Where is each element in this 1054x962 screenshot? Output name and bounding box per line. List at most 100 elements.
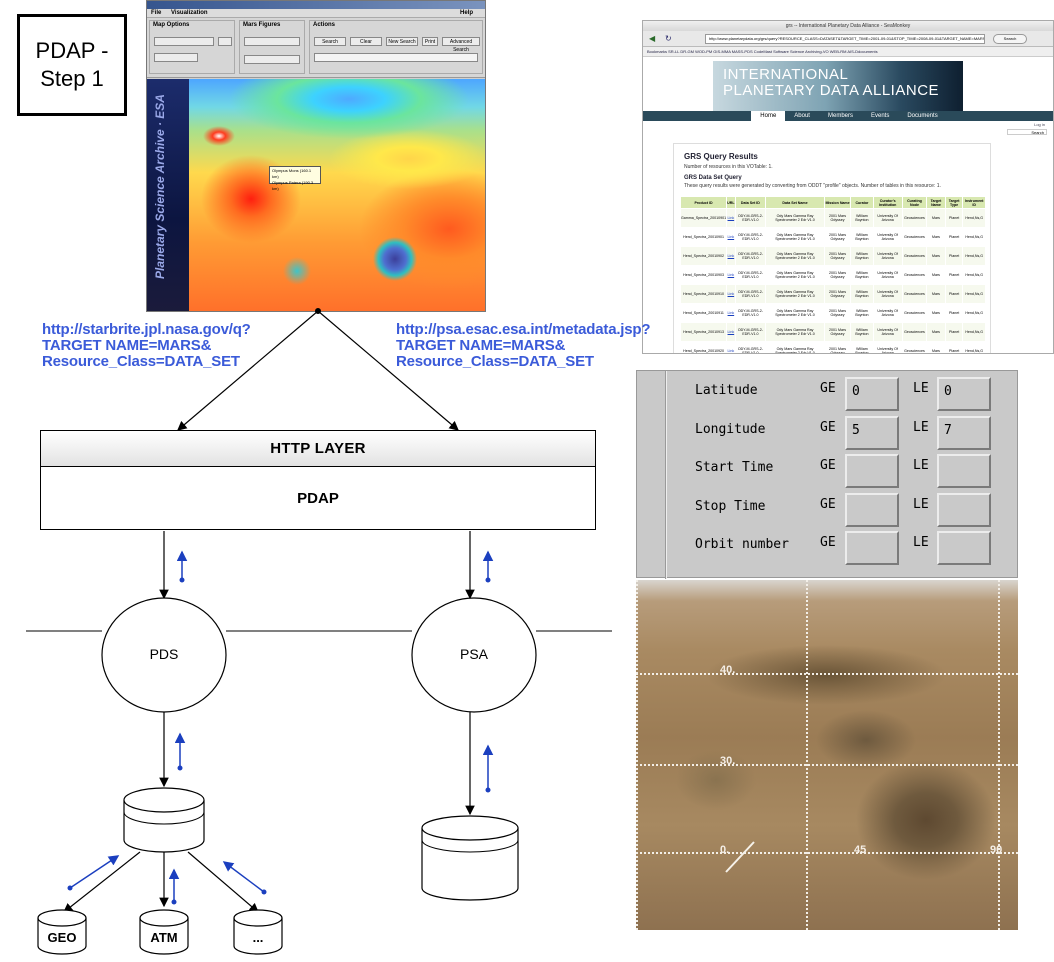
step-number: Step 1 <box>40 66 104 91</box>
more-database-icon <box>233 909 283 955</box>
site-search[interactable]: Search <box>1007 129 1047 135</box>
bookmarks-bar[interactable]: Bookmarks SR-LL DR-GM WOD-PM GIS-MMA MAS… <box>643 47 1053 57</box>
actions-title: Actions <box>313 22 336 28</box>
map-options-title: Map Options <box>153 22 190 28</box>
grs-column-header[interactable]: Instrument ID <box>962 196 986 209</box>
grs-cell: University Of Arizona <box>872 265 903 285</box>
ge-input[interactable] <box>845 531 899 565</box>
grs-cell: Geosciences <box>901 341 928 353</box>
address-bar[interactable]: http://www.planetarydata.org/grs/query?R… <box>705 34 985 44</box>
grs-column-header[interactable]: Curator's Institution <box>872 196 903 209</box>
ge-label: GE <box>820 535 836 550</box>
grs-cell: Mars <box>926 208 946 228</box>
grs-cell: Hend_Spectra_20010920 <box>679 341 728 353</box>
coordinate-field[interactable] <box>314 53 478 62</box>
back-arrow-icon[interactable]: ◀ <box>649 34 656 43</box>
ge-input[interactable] <box>845 492 899 527</box>
mars-surface-image[interactable]: 40. 30. 0. 45 90 <box>636 580 1018 930</box>
grs-cell: Mars <box>926 303 946 323</box>
psa-query-url: http://psa.esac.esa.int/metadata.jsp? TA… <box>396 321 651 370</box>
grs-cell: 2001 Mars Odyssey <box>823 208 852 228</box>
grs-description: These query results were generated by co… <box>684 183 941 189</box>
grs-column-header[interactable]: Curator <box>850 196 874 209</box>
clear-button[interactable]: Clear <box>350 37 382 46</box>
menu-file[interactable]: File <box>151 10 162 16</box>
le-input[interactable]: 7 <box>937 415 991 450</box>
ge-label: GE <box>820 496 836 512</box>
grs-cell: Planet <box>944 246 964 266</box>
nav-about[interactable]: About <box>794 113 810 119</box>
ge-input[interactable]: 0 <box>845 377 899 411</box>
ge-input[interactable]: 5 <box>845 415 899 450</box>
grs-cell: Hend_Spectra_20010911 <box>679 303 728 323</box>
grs-column-header[interactable]: Data Set ID <box>734 196 767 209</box>
longitude-gridline <box>998 580 1000 930</box>
form-field-label: Orbit number <box>695 537 789 552</box>
search-button[interactable]: Search <box>314 37 346 46</box>
grs-link-cell[interactable]: Link <box>726 341 736 353</box>
ge-label: GE <box>820 458 836 473</box>
nav-members[interactable]: Members <box>827 113 853 119</box>
grs-cell: Hend,Ns,G <box>962 341 986 353</box>
le-input[interactable] <box>937 454 991 488</box>
grs-cell: William Boynton <box>850 303 874 323</box>
le-label: LE <box>913 419 929 435</box>
zoom-select[interactable] <box>154 53 198 62</box>
grs-cell: Planet <box>944 227 964 247</box>
mars-figures-group: Mars Figures <box>239 20 305 74</box>
new-search-button[interactable]: New Search <box>386 37 418 46</box>
grs-cell: Geosciences <box>901 227 928 247</box>
latitude-gridline <box>636 852 1018 854</box>
menu-help[interactable]: Help <box>459 10 473 16</box>
banner-line-2: PLANETARY DATA ALLIANCE <box>723 82 940 99</box>
search-button-browser[interactable]: Search <box>993 34 1027 44</box>
figure-select-2[interactable] <box>244 55 300 64</box>
le-input[interactable]: 0 <box>937 377 991 411</box>
grs-cell: Mars <box>926 265 946 285</box>
latitude-label: 40. <box>720 664 736 676</box>
grs-cell: Mars <box>926 284 946 304</box>
figure-select-1[interactable] <box>244 37 300 46</box>
le-input[interactable] <box>937 531 991 565</box>
grs-column-header[interactable]: Target Name <box>926 196 946 209</box>
pds-label: PDS <box>149 646 179 662</box>
grs-cell: University Of Arizona <box>872 284 903 304</box>
nav-home[interactable]: Home <box>751 111 786 121</box>
ge-input[interactable] <box>845 454 899 488</box>
mars-topography-map[interactable]: Olympus Mons (160.1 km) Olympus Patera (… <box>189 79 485 311</box>
browser-window-title: grs -- International Planetary Data Alli… <box>643 21 1053 31</box>
geo-database-icon <box>37 909 87 955</box>
form-divider <box>665 371 667 579</box>
nav-documents[interactable]: Documents <box>907 113 938 119</box>
pds-query-url: http://starbrite.jpl.nasa.gov/q? TARGET … <box>42 322 251 370</box>
grs-cell: ODY-M-GRS-2-EDR-V1.0 <box>734 303 767 323</box>
reload-icon[interactable]: ↻ <box>665 34 672 43</box>
map-go-button[interactable] <box>218 37 232 46</box>
map-app-titlebar <box>147 1 485 9</box>
grs-cell: Ody Mars Gamma Ray Spectrometer 2 Edr V1… <box>765 246 825 266</box>
step-title: PDAP - <box>35 38 109 63</box>
browser-navbar: ◀ ↻ http://www.planetarydata.org/grs/que… <box>643 31 1053 47</box>
advanced-search-button[interactable]: Advanced Search <box>442 37 480 53</box>
psa-database-icon <box>421 815 519 901</box>
grs-cell: Mars <box>926 322 946 342</box>
latitude-gridline <box>636 764 1018 766</box>
grs-subheading: GRS Data Set Query <box>684 175 742 181</box>
menu-visualization[interactable]: Visualization <box>171 10 208 16</box>
ipda-banner: INTERNATIONAL PLANETARY DATA ALLIANCE <box>713 61 963 111</box>
grs-column-header[interactable]: Target Type <box>944 196 964 209</box>
map-select[interactable] <box>154 37 214 46</box>
le-input[interactable] <box>937 492 991 527</box>
nav-events[interactable]: Events <box>871 113 890 119</box>
psa-query-line-1: http://psa.esac.esa.int/metadata.jsp? <box>396 321 651 338</box>
login-link[interactable]: Log in <box>1034 122 1045 127</box>
grs-cell: William Boynton <box>850 265 874 285</box>
print-button[interactable]: Print <box>422 37 438 46</box>
